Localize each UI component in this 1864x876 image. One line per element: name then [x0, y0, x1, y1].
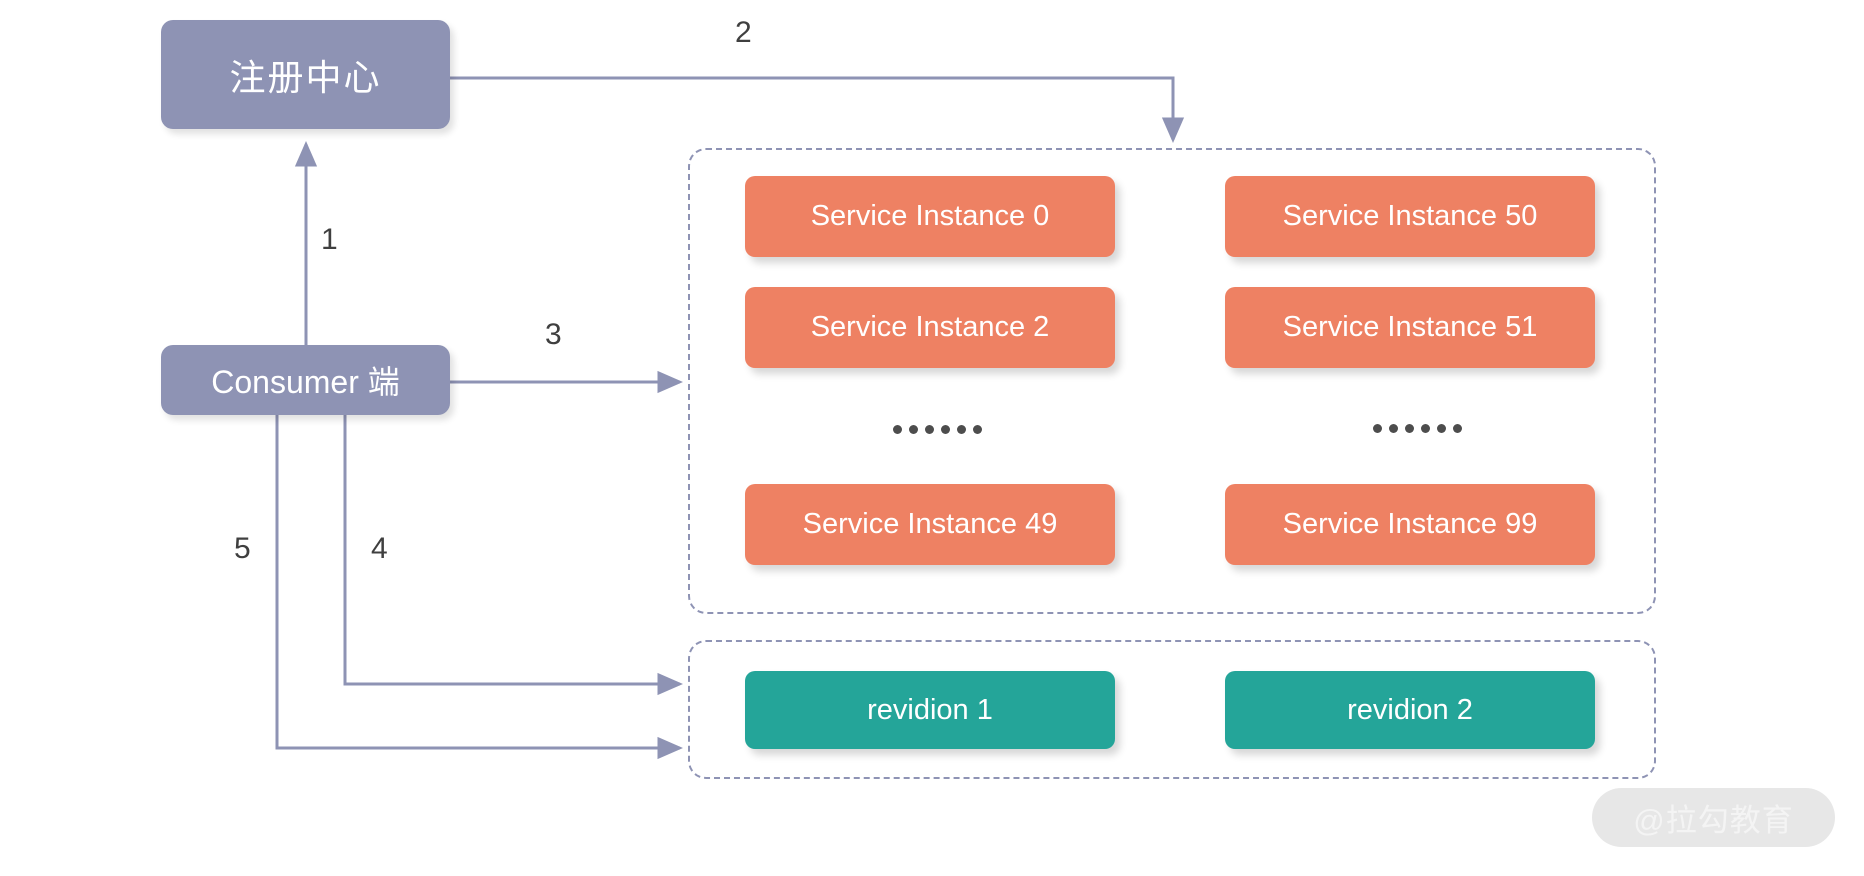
service-instances-group [688, 148, 1656, 614]
service-instance-chip[interactable]: Service Instance 49 [745, 484, 1115, 565]
service-instance-chip[interactable]: Service Instance 51 [1225, 287, 1595, 368]
edge-label-1: 1 [321, 223, 338, 256]
service-instance-label: Service Instance 2 [810, 311, 1050, 343]
edge-5-arrow [275, 415, 683, 760]
service-instance-chip[interactable]: Service Instance 2 [745, 287, 1115, 368]
registry-center-label: 注册中心 [229, 56, 382, 98]
watermark-text: @拉勾教育 [1633, 803, 1794, 838]
ellipsis-dots-right [1373, 424, 1462, 433]
consumer-label: Consumer 端 [211, 364, 400, 400]
edge-label-5: 5 [234, 532, 251, 565]
consumer-node[interactable]: Consumer 端 [161, 345, 450, 415]
edge-label-3: 3 [545, 318, 562, 351]
service-instance-label: Service Instance 51 [1282, 311, 1538, 343]
service-instance-chip[interactable]: Service Instance 0 [745, 176, 1115, 257]
revisions-group [688, 640, 1656, 779]
edge-2-arrow [450, 76, 1185, 143]
revision-label: revidion 1 [867, 693, 993, 726]
edge-label-2: 2 [735, 16, 752, 49]
service-instance-label: Service Instance 0 [810, 200, 1050, 232]
service-instance-chip[interactable]: Service Instance 50 [1225, 176, 1595, 257]
service-instance-label: Service Instance 50 [1282, 200, 1538, 232]
edge-label-4: 4 [371, 532, 388, 565]
registry-center-node[interactable]: 注册中心 [161, 20, 450, 129]
service-instance-label: Service Instance 99 [1282, 508, 1538, 540]
edge-4-arrow [343, 415, 683, 696]
watermark-badge: @拉勾教育 [1592, 788, 1835, 847]
revision-label: revidion 2 [1347, 693, 1473, 726]
service-instance-chip[interactable]: Service Instance 99 [1225, 484, 1595, 565]
service-instance-label: Service Instance 49 [802, 508, 1058, 540]
revision-chip[interactable]: revidion 2 [1225, 671, 1595, 749]
revision-chip[interactable]: revidion 1 [745, 671, 1115, 749]
ellipsis-dots-left [893, 425, 982, 434]
